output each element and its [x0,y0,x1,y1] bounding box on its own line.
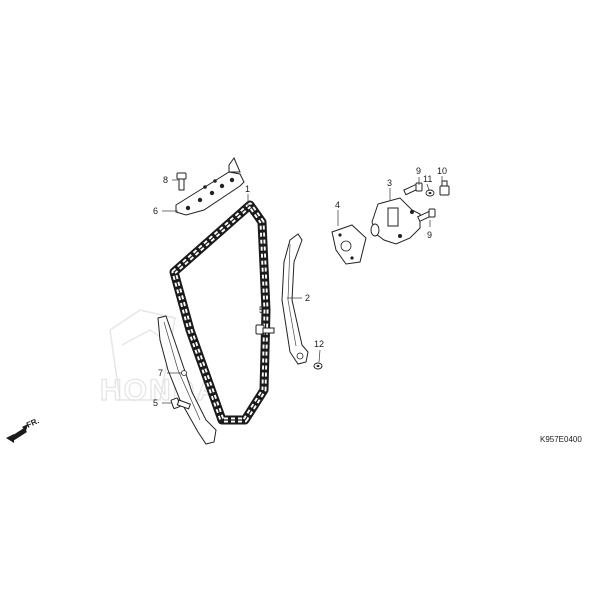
front-label: FR. [25,416,40,430]
label-6: 6 [153,206,158,216]
tensioner-gasket [331,224,367,265]
label-8: 8 [163,175,168,185]
cam-chain-tensioner-slider [281,233,309,365]
chain-guide-bracket [175,156,245,216]
label-4: 4 [335,200,340,210]
bolt-9-lower [417,208,436,222]
label-7: 7 [158,368,163,378]
label-11: 11 [423,174,432,184]
cam-chain-tensioner-lifter [370,197,421,245]
label-5-upper: 5 [259,305,264,315]
label-1: 1 [245,184,250,194]
bolt-8 [176,172,187,191]
bolt-5-upper [255,324,275,335]
leader-lines [162,176,443,404]
front-arrow-icon [22,424,28,431]
cam-chain-guide [157,315,217,445]
washer-11 [425,189,435,197]
honda-watermark: HONDA [99,309,220,408]
watermark-text: HONDA [100,374,220,407]
label-10: 10 [437,166,447,176]
diagram-code: K957E0400 [540,435,582,444]
sealing-bolt-10 [439,180,450,196]
label-9-upper: 9 [416,166,421,176]
label-3: 3 [387,178,392,188]
bolt-9-upper [403,182,423,196]
label-5-lower: 5 [153,398,158,408]
label-12: 12 [314,339,324,349]
cam-chain [169,200,271,425]
washer-12 [313,362,323,370]
label-9-lower: 9 [427,230,432,240]
bolt-5-lower [170,397,191,410]
label-2: 2 [305,293,310,303]
front-direction-indicator: FR. [6,416,41,443]
